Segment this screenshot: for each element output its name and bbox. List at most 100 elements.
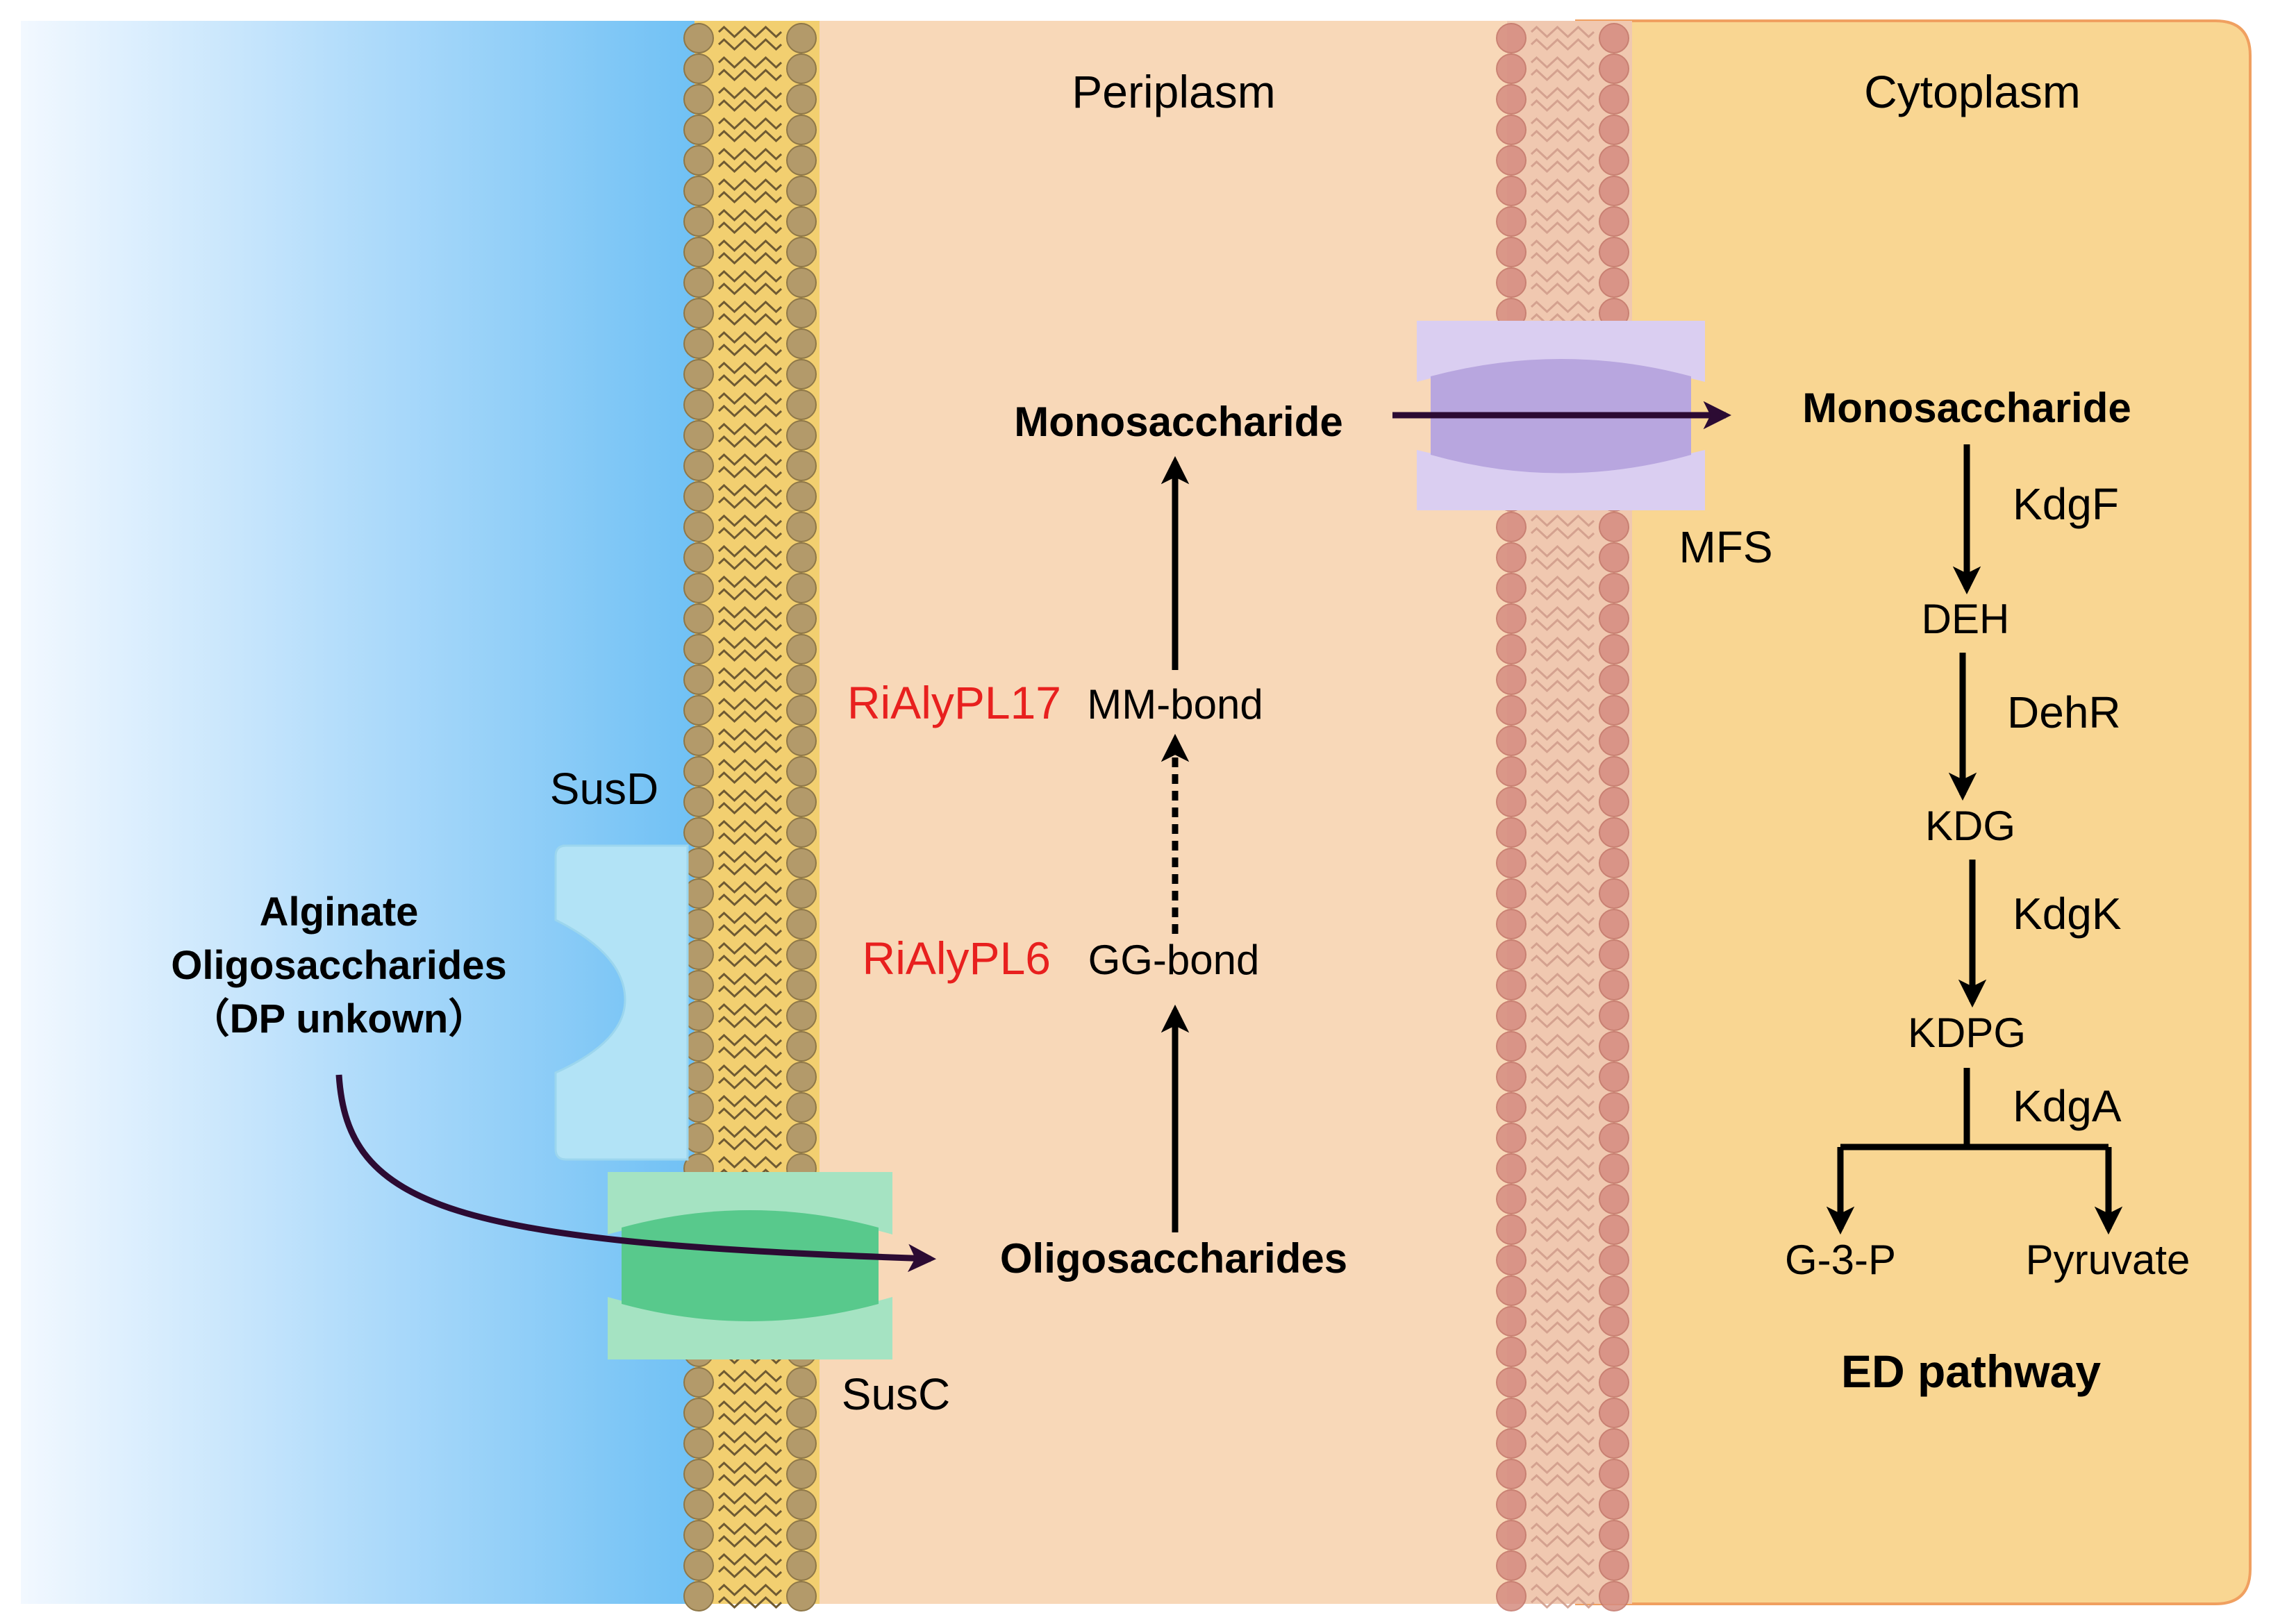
lipid-head	[1599, 53, 1629, 84]
enzyme-kdgf: KdgF	[2013, 479, 2119, 529]
lipid-tail	[1530, 269, 1595, 283]
lipid-head	[683, 237, 714, 267]
lipid-head	[683, 634, 714, 664]
deh-label: DEH	[1922, 596, 2010, 642]
lipid-tail	[717, 514, 783, 528]
lipid-head	[786, 634, 817, 664]
lipid-head	[1496, 145, 1527, 176]
lipid-tail	[1530, 1534, 1595, 1548]
lipid-tail	[1530, 1168, 1595, 1182]
lipid-head	[683, 726, 714, 756]
lipid-tail	[717, 1107, 783, 1121]
lipid-head	[683, 1520, 714, 1550]
enzyme-kdgk: KdgK	[2013, 889, 2122, 939]
periplasm-region	[694, 21, 1597, 1604]
periplasm-oligosaccharides: Oligosaccharides	[1000, 1235, 1347, 1282]
lipid-tail	[717, 282, 783, 296]
lipid-tail	[1530, 801, 1595, 815]
lipid-head	[1599, 1275, 1629, 1306]
lipid-tail	[1530, 618, 1595, 632]
lipid-tail	[1530, 636, 1595, 650]
lipid-tail	[717, 880, 783, 894]
lipid-tail	[717, 1596, 783, 1609]
lipid-head	[1599, 878, 1629, 909]
lipid-tail	[1530, 1076, 1595, 1090]
lipid-tail	[1530, 1552, 1595, 1566]
lipid-tail	[717, 330, 783, 344]
lipid-head	[786, 542, 817, 573]
lipid-tail	[717, 1552, 783, 1566]
lipid-head	[683, 145, 714, 176]
lipid-tail	[1530, 1351, 1595, 1365]
lipid-head	[786, 53, 817, 84]
lipid-head	[683, 664, 714, 695]
lipid-head	[1599, 1123, 1629, 1153]
lipid-head	[1496, 1489, 1527, 1520]
lipid-tail	[717, 941, 783, 955]
lipid-tail	[717, 1369, 783, 1383]
lipid-head	[786, 237, 817, 267]
lipid-head	[1496, 1001, 1527, 1031]
lipid-head	[1496, 603, 1527, 634]
lipid-head	[1496, 84, 1527, 115]
lipid-head	[1496, 1581, 1527, 1612]
substrate-line-1: Alginate	[260, 889, 419, 935]
lipid-head	[1599, 909, 1629, 939]
lipid-tail	[1530, 850, 1595, 864]
lipid-tail	[717, 648, 783, 662]
lipid-head	[1599, 1092, 1629, 1123]
lipid-tail	[717, 1412, 783, 1426]
lipid-tail	[717, 526, 783, 540]
lipid-tail	[1530, 923, 1595, 937]
lipid-head	[683, 481, 714, 512]
lipid-head	[683, 1581, 714, 1612]
lipid-tail	[717, 1461, 783, 1475]
lipid-head	[1496, 1306, 1527, 1337]
lipid-head	[683, 298, 714, 328]
cytoplasm-monosaccharide: Monosaccharide	[1802, 385, 2131, 431]
lipid-tail	[717, 483, 783, 497]
lipid-head	[1599, 1367, 1629, 1398]
lipid-tail	[1530, 544, 1595, 558]
lipid-head	[786, 1489, 817, 1520]
lipid-head	[1599, 817, 1629, 848]
lipid-head	[1496, 1062, 1527, 1092]
lipid-head	[683, 176, 714, 206]
lipid-tail	[717, 697, 783, 711]
lipid-head	[786, 328, 817, 359]
lipid-head	[683, 84, 714, 115]
lipid-tail	[717, 465, 783, 479]
lipid-tail	[1530, 1473, 1595, 1487]
lipid-tail	[717, 587, 783, 601]
lipid-tail	[1530, 1522, 1595, 1536]
lipid-head	[1496, 726, 1527, 756]
lipid-tail	[1530, 893, 1595, 907]
lipid-head	[1496, 939, 1527, 970]
lipid-tail	[717, 453, 783, 467]
lipid-head	[1599, 1520, 1629, 1550]
periplasm-title: Periplasm	[1072, 66, 1275, 117]
lipid-head	[683, 267, 714, 298]
lipid-head	[683, 115, 714, 145]
lipid-head	[683, 1459, 714, 1489]
lipid-head	[683, 817, 714, 848]
ed-pathway-title: ED pathway	[1841, 1346, 2101, 1397]
lipid-head	[786, 970, 817, 1001]
lipid-head	[1599, 603, 1629, 634]
lipid-tail	[1530, 575, 1595, 589]
lipid-tail	[717, 1033, 783, 1047]
lipid-tail	[1530, 1382, 1595, 1396]
lipid-tail	[717, 1137, 783, 1151]
lipid-tail	[717, 1015, 783, 1029]
lipid-tail	[1530, 1321, 1595, 1334]
lipid-tail	[717, 758, 783, 772]
cytoplasm-arrows	[1826, 444, 2123, 1235]
lipid-tail	[1530, 37, 1595, 51]
lipid-head	[683, 23, 714, 53]
lipid-tail	[1530, 178, 1595, 192]
lipid-tail	[1530, 985, 1595, 998]
lipid-tail	[1530, 1137, 1595, 1151]
lipid-head	[1496, 909, 1527, 939]
extracellular-space	[21, 21, 715, 1604]
lipid-head	[1599, 115, 1629, 145]
